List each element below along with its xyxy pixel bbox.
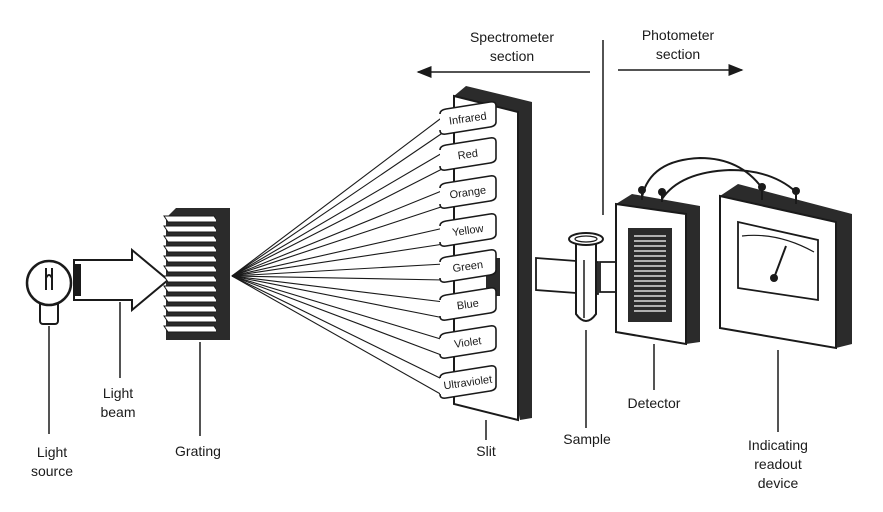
spectrum-band-tabs: InfraredRedOrangeYellowGreenBlueVioletUl… xyxy=(439,101,497,399)
component-labels: Light source Light beam Grating Slit Sam… xyxy=(31,385,808,491)
grating-fin xyxy=(163,245,219,253)
grating-fin xyxy=(163,225,219,233)
leader-lines xyxy=(48,302,779,440)
grating-fin xyxy=(163,275,219,283)
light-beam-arrow-icon xyxy=(73,247,170,313)
light-ray xyxy=(231,275,445,303)
spectrometer-section-header: Spectrometer section xyxy=(416,29,590,78)
band-tab-infrared: Infrared xyxy=(439,101,497,135)
light-source-label-line2: source xyxy=(31,463,73,479)
photometer-section-label-line2: section xyxy=(656,46,700,62)
band-label: Yellow xyxy=(451,223,484,239)
photometer-section-label-line1: Photometer xyxy=(642,27,715,43)
light-ray xyxy=(231,227,445,277)
band-tab-blue: Blue xyxy=(439,287,497,321)
grating-icon xyxy=(163,208,230,340)
light-ray xyxy=(231,205,445,277)
band-label: Blue xyxy=(456,298,479,313)
grating-fin xyxy=(163,265,219,273)
band-tab-red: Red xyxy=(439,137,497,171)
sample-label: Sample xyxy=(563,431,611,447)
grating-fin xyxy=(163,255,219,263)
light-ray xyxy=(231,275,445,357)
light-ray xyxy=(231,275,445,341)
light-ray xyxy=(231,275,445,381)
light-ray xyxy=(231,275,445,319)
detector-icon xyxy=(615,194,700,346)
band-tab-ultraviolet: Ultraviolet xyxy=(439,365,497,399)
band-label: Violet xyxy=(453,335,482,351)
sample-tube-icon xyxy=(568,232,604,322)
band-label: Infrared xyxy=(448,110,487,127)
light-ray xyxy=(231,275,445,397)
light-ray xyxy=(231,189,445,277)
light-source-icon xyxy=(25,259,73,325)
light-source-label-line1: Light xyxy=(37,444,67,460)
meter-needle xyxy=(773,245,787,279)
grating-fin xyxy=(163,295,219,303)
grating-label: Grating xyxy=(175,443,221,459)
light-beam-label-line2: beam xyxy=(100,404,135,420)
band-tab-green: Green xyxy=(439,249,497,283)
slit-label: Slit xyxy=(476,443,496,459)
meter-face xyxy=(737,220,819,302)
readout-device-icon xyxy=(719,184,852,350)
photometer-section-header: Photometer section xyxy=(618,27,744,76)
band-label: Red xyxy=(457,148,479,163)
grating-fin xyxy=(163,305,219,313)
grating-fin xyxy=(163,215,219,223)
grating-fin xyxy=(163,325,219,333)
light-ray xyxy=(231,275,445,281)
grating-fin xyxy=(163,285,219,293)
band-tab-yellow: Yellow xyxy=(439,213,497,247)
readout-label-line3: device xyxy=(758,475,799,491)
light-ray xyxy=(231,167,445,277)
light-beam-label-line1: Light xyxy=(103,385,133,401)
readout-label-line1: Indicating xyxy=(748,437,808,453)
detector-label: Detector xyxy=(628,395,681,411)
dispersed-light-rays xyxy=(231,115,445,397)
spectrometer-section-label-line2: section xyxy=(490,48,534,64)
grating-fin xyxy=(163,315,219,323)
light-ray xyxy=(231,151,445,277)
grating-fin xyxy=(163,235,219,243)
readout-label-line2: readout xyxy=(754,456,802,472)
meter-scale xyxy=(741,234,815,253)
light-ray xyxy=(231,243,445,277)
spectrometer-section-label-line1: Spectrometer xyxy=(470,29,554,45)
band-label: Green xyxy=(452,259,484,275)
light-ray xyxy=(231,263,445,277)
light-ray xyxy=(231,131,445,277)
light-ray xyxy=(231,115,445,277)
connection-wires xyxy=(638,156,800,204)
band-tab-orange: Orange xyxy=(439,175,497,209)
band-label: Orange xyxy=(449,185,487,202)
band-tab-violet: Violet xyxy=(439,325,497,359)
